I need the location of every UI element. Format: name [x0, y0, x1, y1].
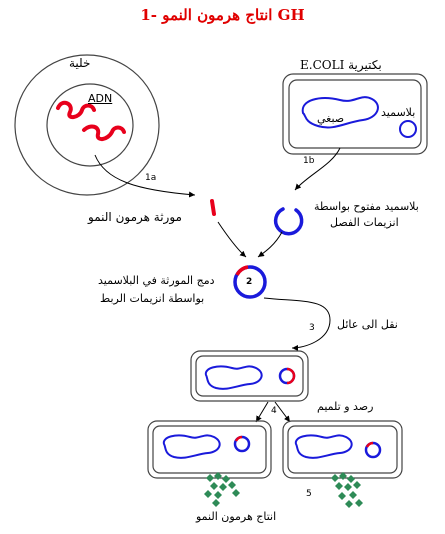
bacterial-chromosome — [301, 96, 379, 129]
step-2-label: 2 — [246, 277, 253, 287]
gene-fragment — [210, 199, 216, 216]
page-title: 1- انتاج هرمون النمو GH — [140, 6, 305, 24]
step-1a-label: 1a — [145, 173, 157, 183]
step-5-label: 5 — [306, 489, 312, 499]
dna-strand-2 — [82, 124, 126, 141]
chromosome-label: صبغي — [317, 112, 345, 125]
arrow-1b — [294, 147, 341, 191]
integration-label-line2: بواسطة انزيمات الربط — [100, 292, 205, 305]
hormone-molecules-right — [331, 472, 363, 508]
step-4-label: 4 — [271, 406, 277, 416]
cell-nucleus — [46, 83, 134, 167]
bacterium-inner — [288, 79, 422, 149]
dna-strand-1 — [56, 100, 96, 119]
plasmid-label: بلاسميد — [381, 106, 416, 119]
plasmid — [399, 120, 417, 138]
arrow-gene-to-recombinant — [217, 221, 247, 258]
culture-label: رصد و تلميم — [317, 400, 374, 413]
host-bacterium-outer — [190, 350, 309, 402]
host-plasmid-gene — [286, 367, 296, 385]
open-plasmid-label-line2: انزيمات الفصل — [330, 216, 399, 229]
daughter-left-plasmid-gene — [234, 435, 243, 442]
arrow-1a — [94, 154, 196, 198]
recombinant-gene-segment — [235, 265, 249, 276]
transfer-label: نقل الى عائل — [337, 318, 398, 331]
integration-label-line1: دمج المورثة في البلاسميد — [98, 274, 215, 287]
host-chromosome — [204, 365, 263, 390]
dna-label: ADN — [88, 92, 113, 105]
bacteria-label: بكتيرية E.COLI — [300, 58, 382, 72]
daughter-bacterium-right-outer — [282, 420, 403, 479]
recombinant-plasmid — [233, 265, 267, 299]
cell-label: خلية — [69, 56, 91, 70]
arrow-4-right — [274, 401, 291, 423]
arrow-3 — [263, 297, 331, 351]
production-label: انتاج هرمون النمو — [196, 510, 277, 523]
host-bacterium-inner — [195, 355, 304, 397]
daughter-bacterium-left-inner — [152, 425, 267, 474]
open-plasmid — [273, 207, 304, 236]
bacterium-outer — [282, 73, 428, 155]
open-plasmid-label-line1: بلاسميد مفتوح بواسطة — [314, 200, 419, 213]
hormone-molecules-left — [204, 472, 240, 507]
human-cell-outer — [14, 54, 160, 196]
daughter-right-chromosome — [294, 434, 353, 459]
arrow-plasmid-to-recombinant — [257, 231, 283, 258]
step-1b-label: 1b — [303, 156, 315, 166]
arrow-4-left — [255, 401, 269, 423]
daughter-right-plasmid-gene — [365, 441, 374, 448]
daughter-left-chromosome — [162, 434, 221, 459]
gene-label: مورثة هرمون النمو — [88, 210, 182, 224]
step-3-label: 3 — [309, 323, 315, 333]
